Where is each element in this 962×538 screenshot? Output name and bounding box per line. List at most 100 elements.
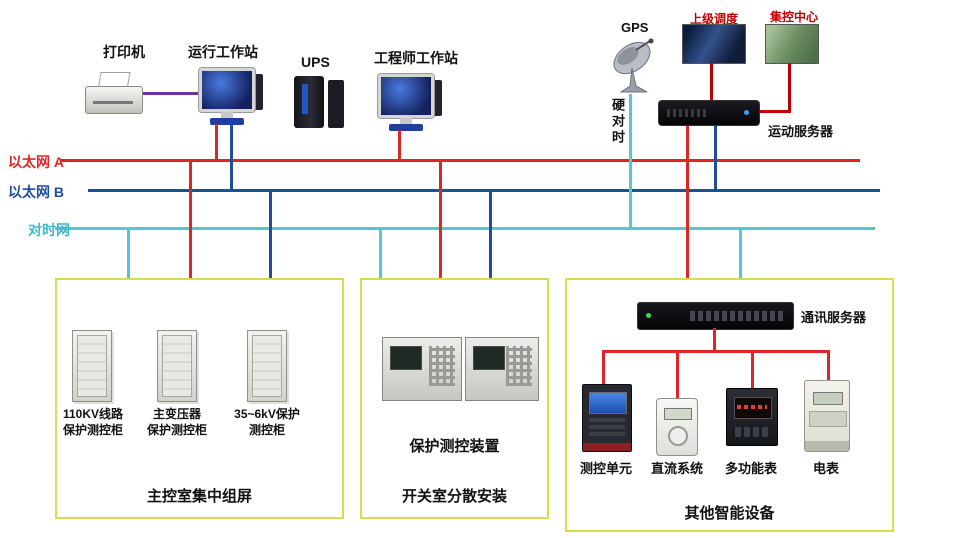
ups-second-tower xyxy=(328,80,344,128)
ups-label: UPS xyxy=(301,54,330,70)
ethernet-a-bus-line xyxy=(60,159,860,162)
device-band xyxy=(583,443,631,451)
right-box-caption: 其他智能设备 xyxy=(684,505,775,522)
label-line2: 保护测控柜 xyxy=(62,423,123,438)
comm-server-label: 通讯服务器 xyxy=(801,310,867,325)
device-display xyxy=(813,392,843,405)
cabinet-main-transformer-label: 主变压器 保护测控柜 xyxy=(139,406,215,438)
device-keys xyxy=(589,418,625,436)
gps-label: GPS xyxy=(621,20,649,35)
operator-to-ethernet-b-line xyxy=(230,124,233,191)
server-grill xyxy=(667,109,707,117)
left-box-caption: 主控室集中组屏 xyxy=(146,488,252,505)
cabinet-35-6kv-label: 35~6kV保护 测控柜 xyxy=(225,406,309,438)
monitor-stand xyxy=(221,112,233,118)
gps-dish-icon xyxy=(613,38,654,93)
central-control-photo xyxy=(765,24,819,64)
telecontrol-server-label: 运动服务器 xyxy=(768,124,834,139)
cabinet-door xyxy=(77,335,107,397)
server-to-ethernet-b-line xyxy=(714,126,717,192)
branch-drop-1 xyxy=(602,352,605,384)
cabinet-main-transformer-image xyxy=(157,330,197,402)
protection-device-image-2 xyxy=(465,337,539,401)
printer-link-line xyxy=(143,92,199,95)
measuring-control-unit-label: 测控单元 xyxy=(579,461,632,476)
ethernet-a-label: 以太网 A xyxy=(8,154,64,170)
cabinet-door xyxy=(162,335,192,397)
device-screen xyxy=(589,392,627,414)
server-ports xyxy=(690,311,785,321)
ups-image xyxy=(292,76,344,128)
electric-meter-image xyxy=(804,380,850,452)
timesync-to-right-box-line xyxy=(739,229,742,301)
operator-station-label: 运行工作站 xyxy=(188,44,258,60)
ethernet-b-to-middle-box-line xyxy=(489,191,492,278)
engineer-to-ethernet-a-line xyxy=(398,130,401,161)
device-foot xyxy=(805,441,849,451)
comm-server-image xyxy=(637,302,794,330)
label-line2: 测控柜 xyxy=(248,423,285,438)
device-keys xyxy=(735,427,769,437)
operator-workstation-image xyxy=(199,68,263,126)
ethernet-b-label: 以太网 B xyxy=(8,184,64,200)
ups-tower xyxy=(294,76,324,128)
electric-meter-label: 电表 xyxy=(812,461,839,476)
ethernet-b-to-left-box-line xyxy=(269,191,272,278)
device-buttons xyxy=(506,346,532,386)
monitor-base xyxy=(210,118,244,125)
server-led xyxy=(744,110,749,115)
monitor-screen xyxy=(199,68,255,112)
switchgear-room-box: 保护测控装置 开关室分散安装 xyxy=(360,278,549,519)
cabinet-110kv-image xyxy=(72,330,112,402)
branch-drop-2 xyxy=(676,352,679,398)
cabinet-35-6kv-image xyxy=(247,330,287,402)
device-band xyxy=(809,411,847,427)
dispatch-to-server-line xyxy=(710,63,713,101)
monitor-base xyxy=(389,124,423,131)
dc-system-image xyxy=(656,398,698,456)
ethernet-b-bus-line xyxy=(88,189,880,192)
superior-dispatch-label: 上级调度 xyxy=(690,12,739,26)
ethernet-a-to-left-box-line xyxy=(189,161,192,278)
monitor-screen xyxy=(378,74,434,118)
protection-device-image-1 xyxy=(382,337,462,401)
ups-panel-strip xyxy=(302,84,308,114)
cabinet-110kv-label: 110KV线路 保护测控柜 xyxy=(53,406,133,438)
multifunction-meter-image xyxy=(726,388,778,446)
measuring-control-unit-image xyxy=(582,384,632,452)
server-led xyxy=(646,313,651,318)
engineer-station-label: 工程师工作站 xyxy=(374,50,458,66)
central-to-server-vline xyxy=(788,63,791,112)
device-screen xyxy=(390,346,422,370)
central-to-server-hline xyxy=(756,110,791,113)
label-line1: 35~6kV保护 xyxy=(234,407,300,421)
branch-hline xyxy=(602,350,830,353)
timesync-to-middle-box-line xyxy=(379,229,382,278)
monitor-stand xyxy=(400,118,412,124)
dc-system-label: 直流系统 xyxy=(650,461,703,476)
gps-antenna-image xyxy=(606,36,662,94)
comm-server-drop-line xyxy=(713,328,716,352)
label-line1: 110KV线路 xyxy=(62,407,124,421)
device-screen xyxy=(473,346,505,370)
printer-label: 打印机 xyxy=(103,44,145,60)
device-display xyxy=(664,408,692,420)
device-digits xyxy=(737,405,767,409)
operator-to-ethernet-a-line xyxy=(215,124,218,162)
label-line1: 主变压器 xyxy=(152,407,201,421)
printer-image xyxy=(85,72,143,114)
label-line2: 保护测控柜 xyxy=(146,423,207,438)
time-sync-label: 对时网 xyxy=(28,222,70,238)
device-buttons xyxy=(429,346,455,386)
gps-time-sync-line xyxy=(629,94,632,229)
central-control-label: 集控中心 xyxy=(770,10,819,24)
superior-dispatch-photo xyxy=(682,24,746,64)
hard-time-sync-label: 硬对时 xyxy=(610,98,625,146)
time-sync-bus-line xyxy=(55,227,875,230)
device-dial xyxy=(668,426,688,446)
protection-device-label: 保护测控装置 xyxy=(409,438,500,455)
timesync-to-left-box-line xyxy=(127,229,130,278)
server-to-ethernet-a-line xyxy=(686,126,689,301)
branch-drop-4 xyxy=(827,352,830,380)
